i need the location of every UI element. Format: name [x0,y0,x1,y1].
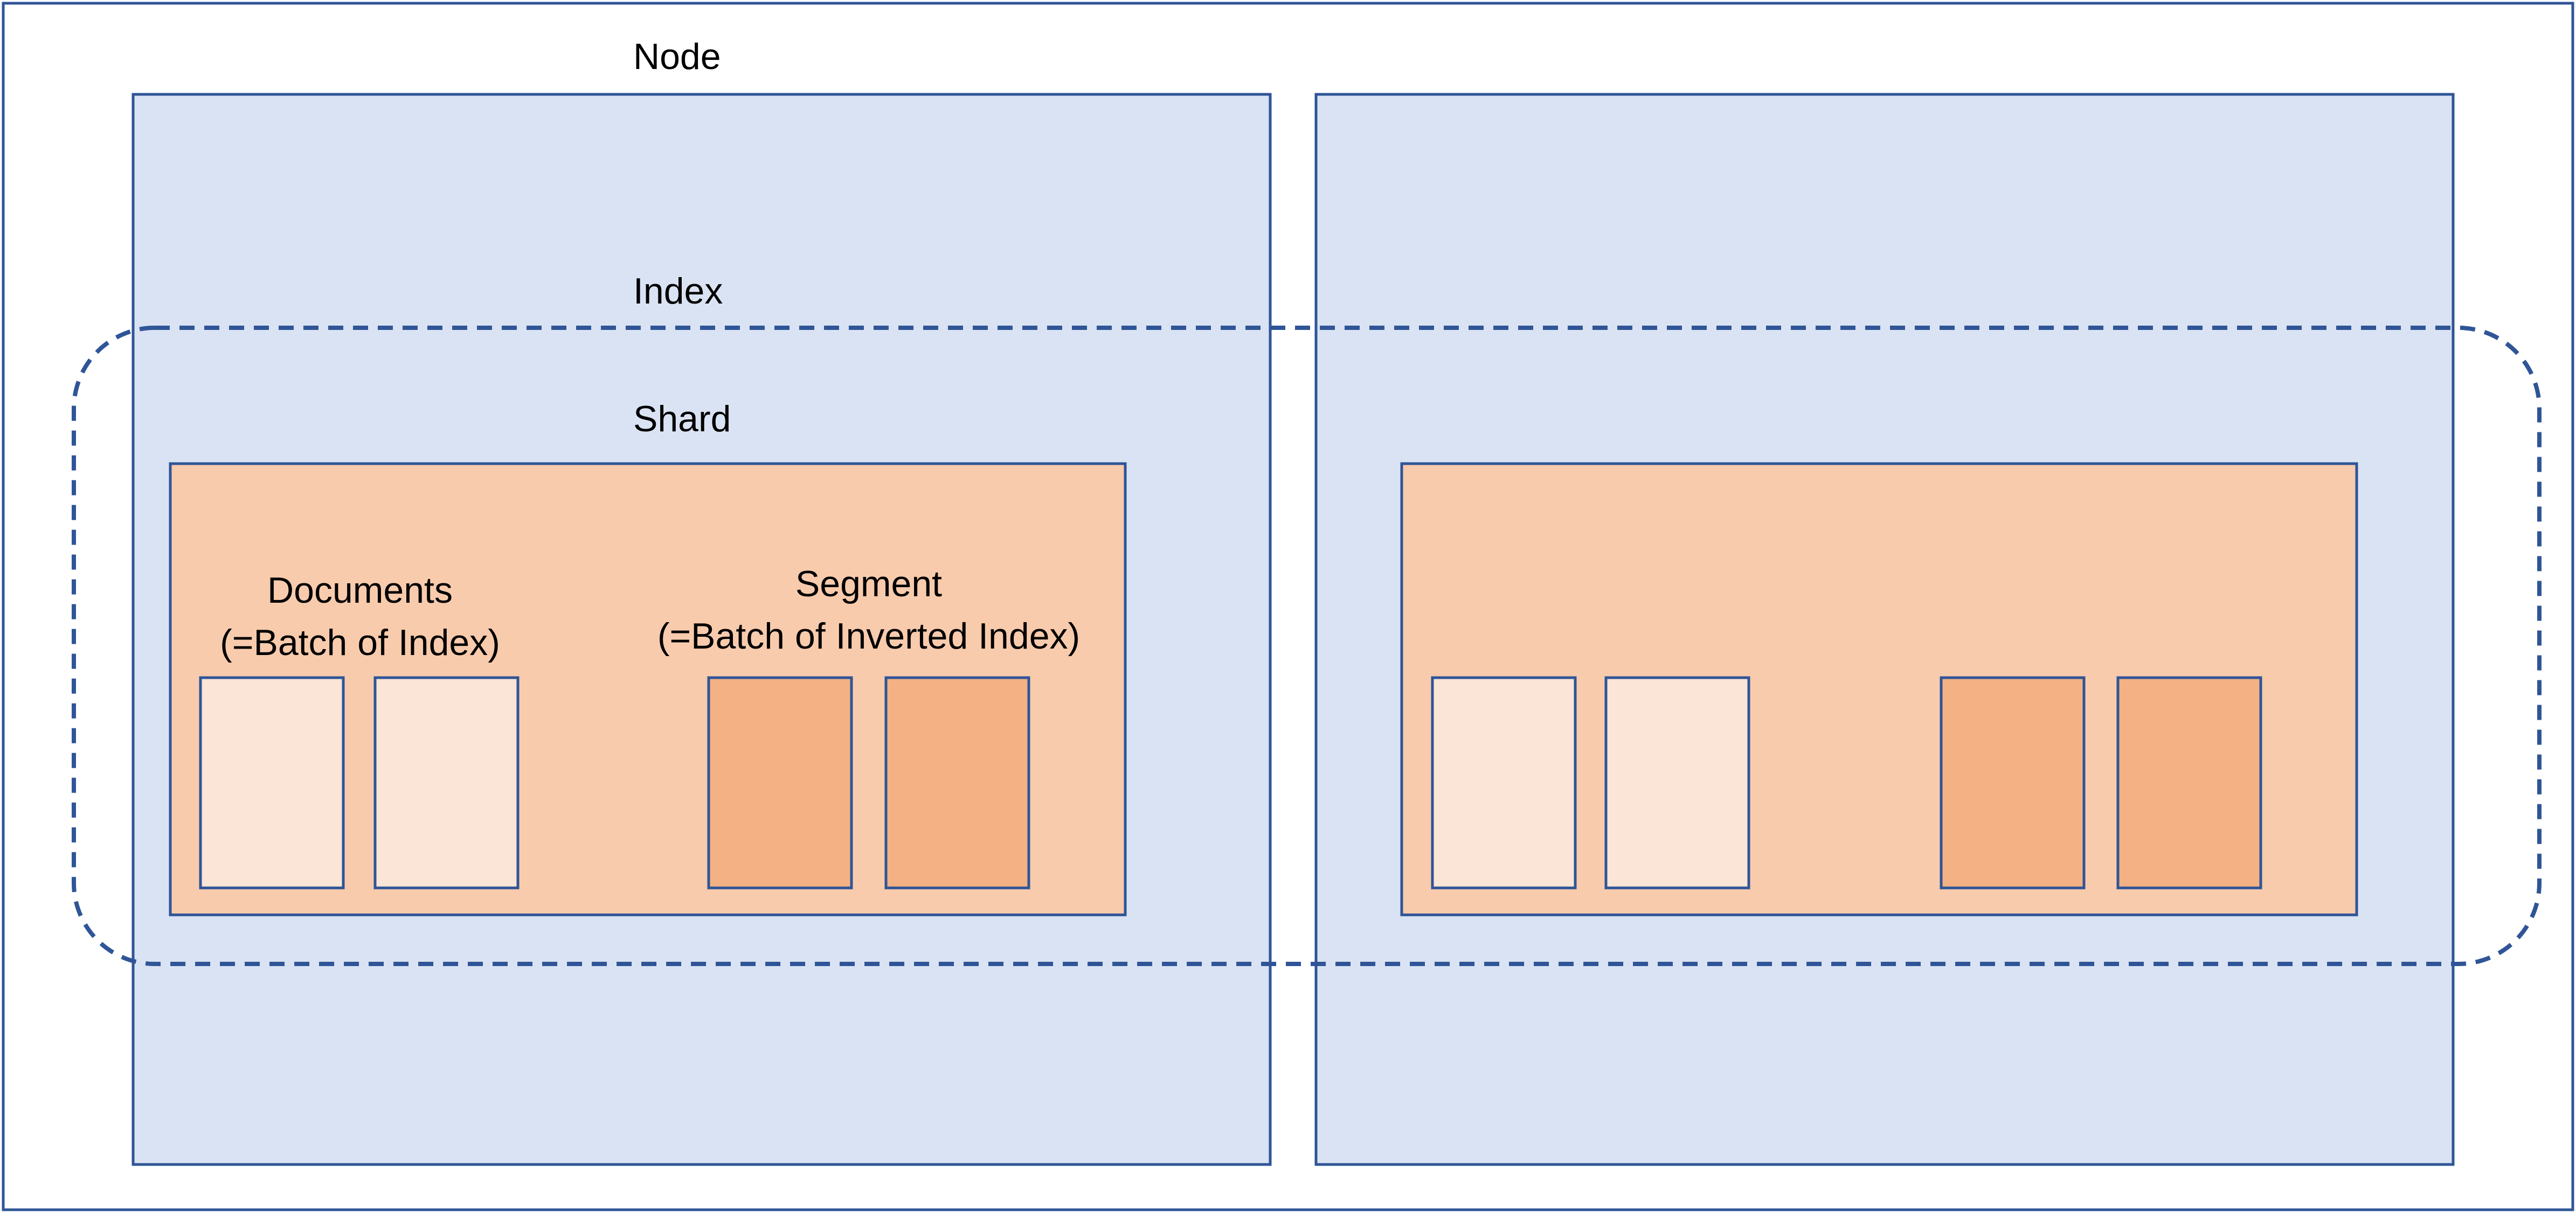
documents-subtitle: (=Batch of Index) [220,622,500,663]
segment-box [1940,676,2086,890]
documents-title: Documents [267,570,453,611]
segment-box [884,676,1030,890]
shard-label: Shard [633,398,731,439]
document-box [199,676,345,890]
segment-title: Segment [795,563,942,604]
segment-box [707,676,853,890]
node-label: Node [633,36,721,77]
segment-subtitle: (=Batch of Inverted Index) [657,616,1080,657]
document-box [1431,676,1577,890]
segment-box [2116,676,2262,890]
index-boundary [72,326,2542,966]
document-box [373,676,520,890]
index-label: Index [633,271,723,312]
document-box [1604,676,1750,890]
